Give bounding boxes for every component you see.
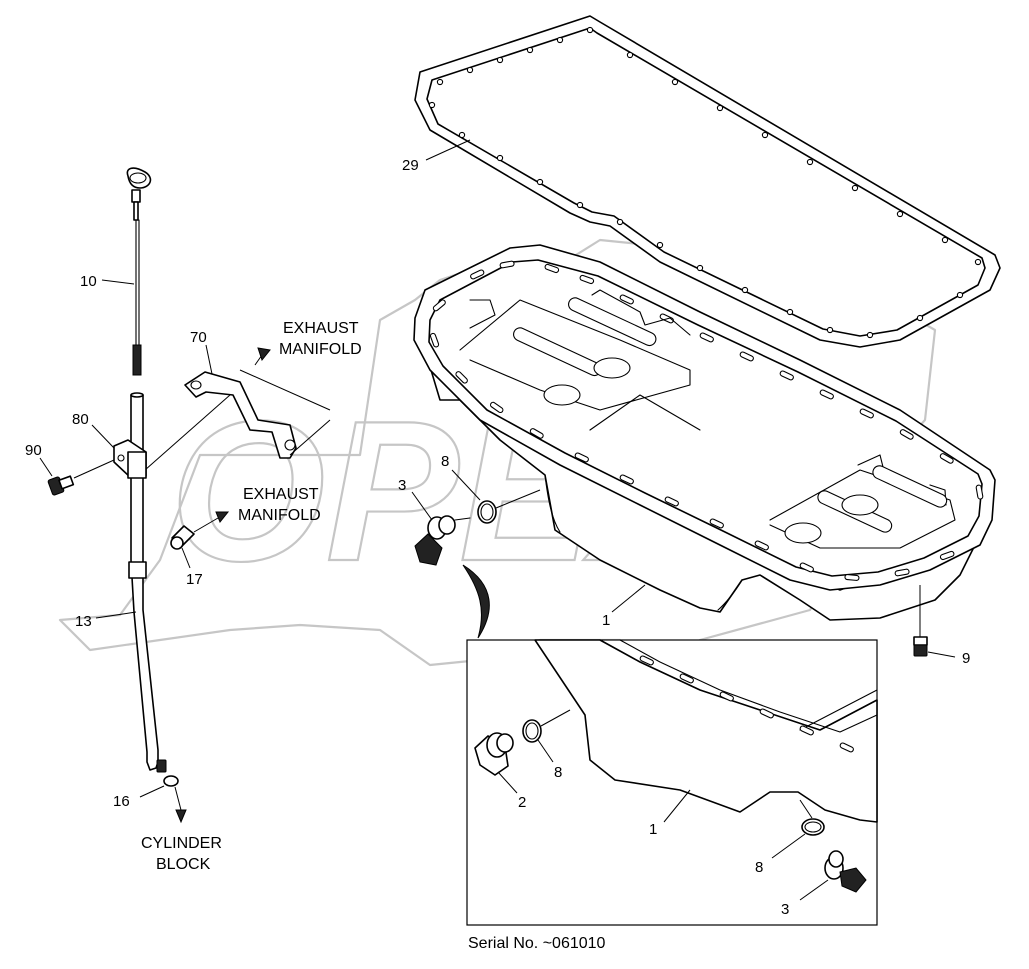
leader-10 bbox=[101, 279, 135, 285]
callout-1: 1 bbox=[602, 612, 610, 629]
flange-slots bbox=[429, 260, 984, 581]
inset-callout-1: 1 bbox=[649, 821, 657, 838]
inset-seal-ring-8b bbox=[771, 799, 825, 859]
inset-drain-plug-3 bbox=[799, 850, 867, 901]
note-exhaust-2-line2: MANIFOLD bbox=[238, 507, 321, 524]
note-exhaust-1-line1: EXHAUST bbox=[283, 320, 359, 337]
callout-9: 9 bbox=[962, 650, 970, 667]
note-exhaust-manifold-lower: EXHAUST MANIFOLD bbox=[238, 486, 321, 524]
bolt-9 bbox=[913, 585, 956, 658]
bracket-70 bbox=[144, 344, 331, 471]
inset-callout-8a: 8 bbox=[554, 764, 562, 781]
spacer-17 bbox=[170, 511, 230, 569]
inset-detail bbox=[466, 639, 878, 926]
inset-seal-ring-8a bbox=[522, 709, 571, 763]
inset-callout-8b: 8 bbox=[755, 859, 763, 876]
clamp-80 bbox=[91, 424, 147, 479]
callout-labels: 29 10 70 80 90 13 17 16 3 8 1 9 2 8 1 8 … bbox=[25, 157, 970, 918]
leader-3 bbox=[411, 491, 433, 521]
note-exhaust-manifold-upper: EXHAUST MANIFOLD bbox=[279, 320, 362, 358]
inset-arrow bbox=[462, 564, 490, 639]
oil-pan-1 bbox=[413, 244, 996, 621]
note-cylinder-block: CYLINDER BLOCK bbox=[141, 835, 222, 873]
note-cylinder-line2: BLOCK bbox=[156, 856, 211, 873]
gasket-bolt-holes bbox=[428, 26, 982, 339]
leader-1 bbox=[611, 584, 646, 613]
note-exhaust-1-line2: MANIFOLD bbox=[279, 341, 362, 358]
callout-10: 10 bbox=[80, 273, 97, 290]
callout-16: 16 bbox=[113, 793, 130, 810]
leader-8 bbox=[451, 469, 481, 501]
seal-ring-16 bbox=[139, 775, 187, 824]
callout-70: 70 bbox=[190, 329, 207, 346]
callout-90: 90 bbox=[25, 442, 42, 459]
callout-29: 29 bbox=[402, 157, 419, 174]
callout-3: 3 bbox=[398, 477, 406, 494]
inset-callout-2: 2 bbox=[518, 794, 526, 811]
serial-number-note: Serial No. ~061010 bbox=[468, 935, 606, 952]
inset-flange-slots bbox=[639, 655, 854, 753]
dipstick-10 bbox=[126, 167, 152, 376]
gasket-29 bbox=[414, 15, 1001, 348]
callout-17: 17 bbox=[186, 571, 203, 588]
inset-leader-1 bbox=[663, 789, 691, 823]
callout-13: 13 bbox=[75, 613, 92, 630]
note-exhaust-2-line1: EXHAUST bbox=[243, 486, 319, 503]
note-cylinder-line1: CYLINDER bbox=[141, 835, 222, 852]
callout-8: 8 bbox=[441, 453, 449, 470]
drain-plug-3 bbox=[414, 515, 471, 566]
bolt-90 bbox=[39, 457, 115, 496]
callout-80: 80 bbox=[72, 411, 89, 428]
leader-13 bbox=[95, 611, 137, 619]
pan-baffles bbox=[459, 289, 956, 549]
inset-callout-3: 3 bbox=[781, 901, 789, 918]
seal-ring-8 bbox=[477, 489, 541, 524]
inset-drain-plug-2 bbox=[474, 732, 518, 794]
leader-29 bbox=[425, 139, 471, 161]
